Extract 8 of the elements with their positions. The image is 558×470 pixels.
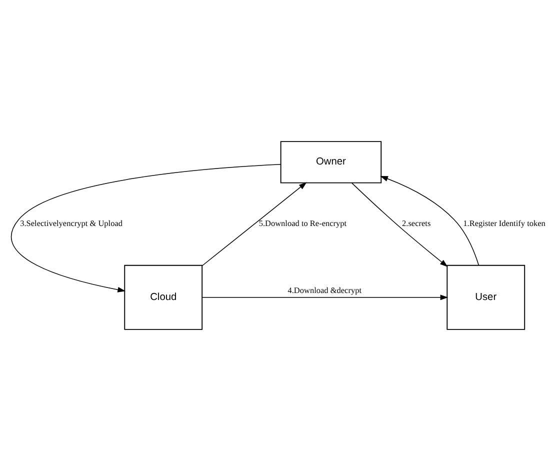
node-box: Owner <box>280 140 382 183</box>
node-box: User <box>446 264 526 330</box>
arrow <box>202 182 307 266</box>
arrow <box>202 294 448 300</box>
arrow <box>352 182 448 266</box>
arrow <box>10 164 282 292</box>
node-box: Cloud <box>124 264 203 330</box>
arrow <box>380 175 480 266</box>
